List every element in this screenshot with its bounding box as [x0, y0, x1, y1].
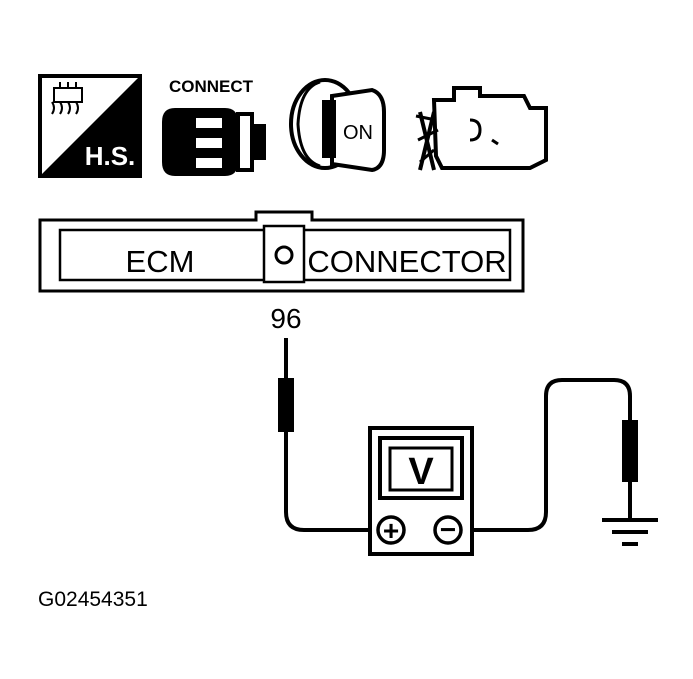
positive-symbol: +: [383, 515, 399, 546]
positive-lead: [284, 338, 372, 532]
connector-pin-hole: [274, 245, 294, 265]
negative-probe: [622, 420, 638, 482]
pin-number: 96: [270, 303, 301, 334]
ground-icon: [602, 518, 658, 546]
connect-label: CONNECT: [169, 77, 254, 96]
positive-terminal: +: [376, 515, 406, 546]
meter-display: V: [408, 451, 434, 493]
ignition-key-icon: ON: [289, 78, 386, 173]
ignition-on-label: ON: [343, 122, 373, 144]
negative-lead: [462, 378, 632, 532]
connector-icon: CONNECT: [162, 77, 266, 176]
connector-left-label: ECM: [126, 244, 195, 279]
ecm-connector: ECM CONNECTOR: [38, 210, 525, 293]
positive-probe: [278, 378, 294, 432]
connector-right-label: CONNECTOR: [307, 244, 506, 279]
hot-soak-label: H.S.: [85, 141, 136, 171]
voltmeter: V + −: [368, 426, 474, 556]
engine-off-icon: [415, 86, 548, 171]
figure-id: G02454351: [38, 588, 148, 611]
negative-symbol: −: [440, 514, 456, 545]
hot-soak-icon: H.S.: [38, 74, 142, 178]
negative-terminal: −: [433, 514, 463, 545]
